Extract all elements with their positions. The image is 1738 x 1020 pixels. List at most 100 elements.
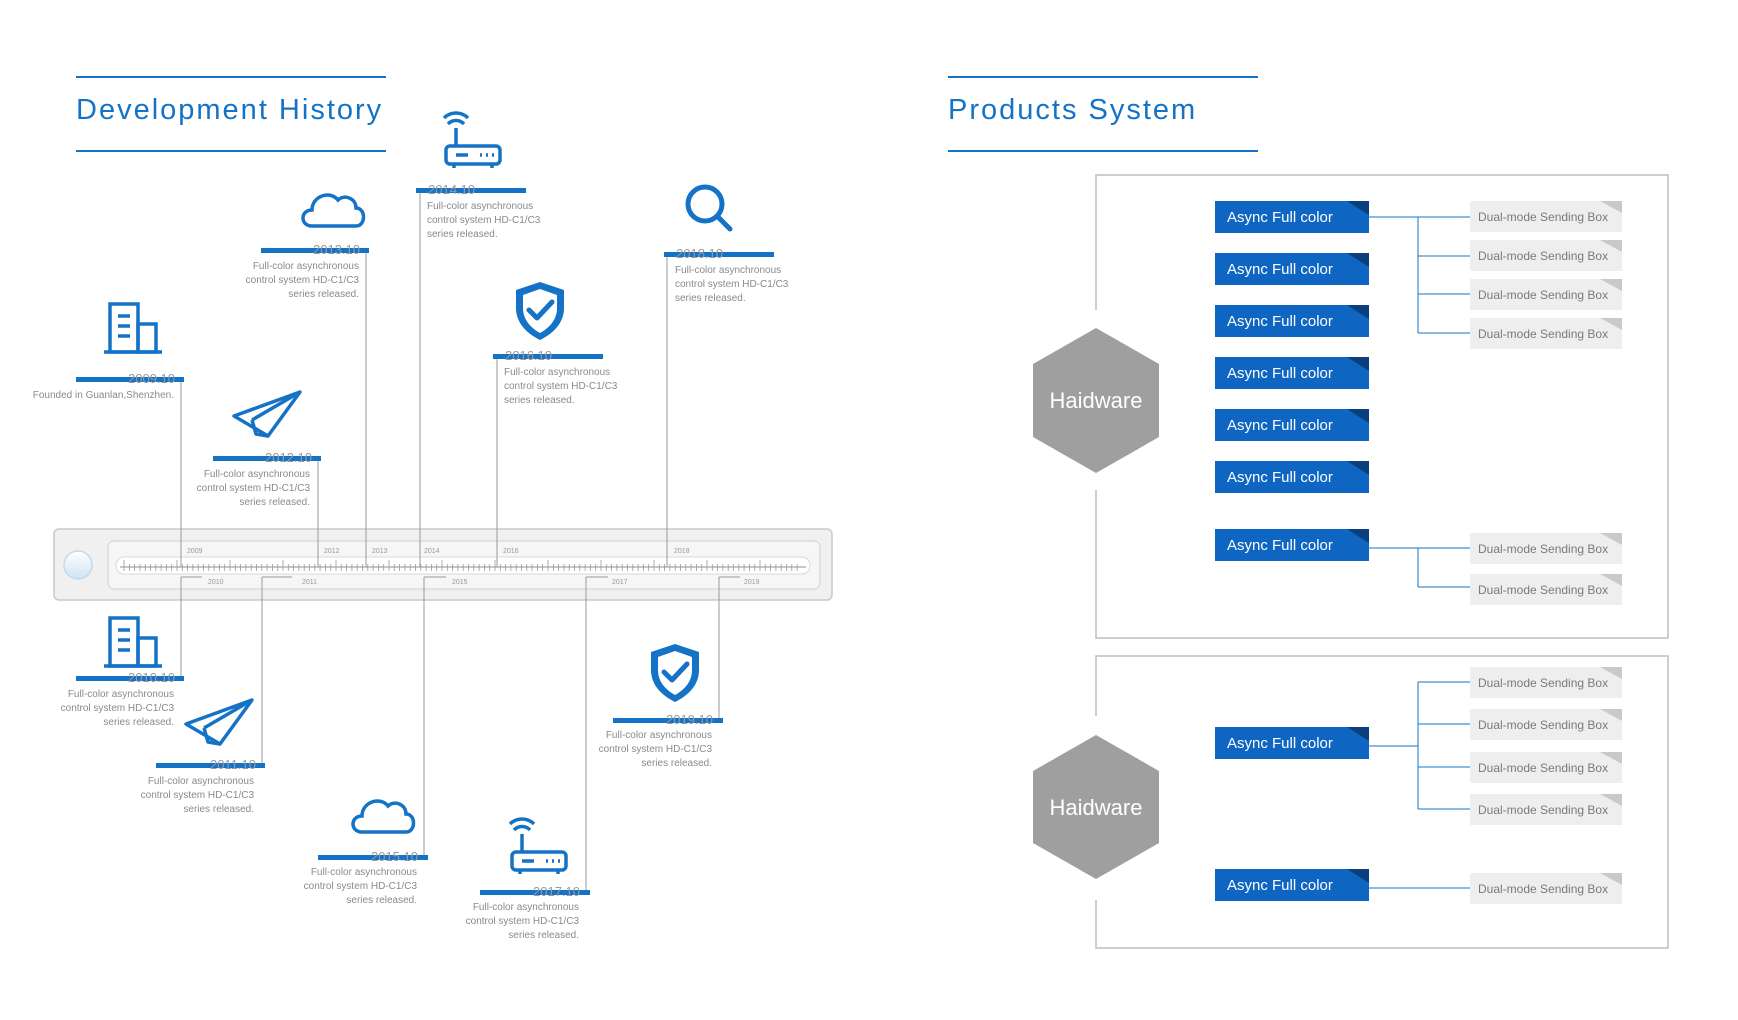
- event-date: 2011.10: [210, 757, 256, 772]
- ruler-ticks: [123, 560, 798, 571]
- sending-box[interactable]: Dual-mode Sending Box: [1470, 752, 1622, 783]
- event-desc-line: control system HD-C1/C3: [504, 381, 618, 392]
- svg-text:Async Full color: Async Full color: [1227, 877, 1333, 894]
- tick-label-2015: 2015: [452, 579, 468, 586]
- event-2019: 2019.10 Full-color asynchronous control …: [599, 576, 740, 769]
- sending-box[interactable]: Dual-mode Sending Box: [1470, 318, 1622, 349]
- tick-label-2018: 2018: [674, 548, 690, 555]
- event-bar: [156, 763, 265, 768]
- async-box[interactable]: Async Full color: [1215, 461, 1369, 493]
- event-desc-line: control system HD-C1/C3: [61, 703, 175, 714]
- sending-box[interactable]: Dual-mode Sending Box: [1470, 533, 1622, 564]
- async-box[interactable]: Async Full color: [1215, 305, 1369, 337]
- event-2018: 2018.10 Full-color asynchronous control …: [664, 184, 789, 567]
- sending-box[interactable]: Dual-mode Sending Box: [1470, 574, 1622, 605]
- event-date: 2018.10: [676, 246, 723, 261]
- event-date: 2013.10: [313, 242, 360, 257]
- async-box[interactable]: Async Full color: [1215, 409, 1369, 441]
- async-box[interactable]: Async Full color: [1215, 727, 1369, 759]
- event-desc-line: Full-color asynchronous: [473, 902, 579, 913]
- svg-text:Async Full color: Async Full color: [1227, 365, 1333, 382]
- tick-label-2011: 2011: [302, 579, 317, 586]
- product-group-2: Haidware Async Full color Async Full col…: [1033, 655, 1669, 949]
- event-bar: [480, 890, 590, 895]
- event-desc-line: control system HD-C1/C3: [599, 744, 713, 755]
- event-desc-line: series released.: [427, 229, 498, 240]
- products-title: Products System: [948, 76, 1258, 152]
- event-bar: [213, 456, 321, 461]
- sending-box[interactable]: Dual-mode Sending Box: [1470, 794, 1622, 825]
- event-desc-line: Full-color asynchronous: [504, 367, 610, 378]
- event-desc-line: series released.: [183, 804, 254, 815]
- sending-box[interactable]: Dual-mode Sending Box: [1470, 873, 1622, 904]
- event-desc-line: series released.: [504, 395, 575, 406]
- svg-text:Dual-mode Sending Box: Dual-mode Sending Box: [1478, 288, 1608, 302]
- svg-text:Async Full color: Async Full color: [1227, 313, 1333, 330]
- svg-text:Dual-mode Sending Box: Dual-mode Sending Box: [1478, 676, 1608, 690]
- sending-box[interactable]: Dual-mode Sending Box: [1470, 240, 1622, 271]
- event-date: 2014.10: [428, 182, 475, 197]
- building-icon: [104, 302, 162, 354]
- event-desc-line: control system HD-C1/C3: [427, 215, 541, 226]
- lower-tick-labels: 2010 2011 2015 2017 2019: [208, 579, 760, 586]
- cloud-icon: [301, 193, 366, 228]
- search-icon: [685, 184, 733, 232]
- event-date: 2015.10: [371, 849, 418, 864]
- async-box[interactable]: Async Full color: [1215, 357, 1369, 389]
- async-box[interactable]: Async Full color: [1215, 529, 1369, 561]
- svg-text:Dual-mode Sending Box: Dual-mode Sending Box: [1478, 803, 1608, 817]
- timeline-knob[interactable]: [63, 550, 93, 580]
- event-desc-line: control system HD-C1/C3: [304, 881, 418, 892]
- async-box[interactable]: Async Full color: [1215, 253, 1369, 285]
- event-bar: [76, 676, 184, 681]
- event-desc-line: control system HD-C1/C3: [197, 483, 311, 494]
- event-bar: [493, 354, 603, 359]
- svg-text:Async Full color: Async Full color: [1227, 537, 1333, 554]
- event-desc-line: Full-color asynchronous: [675, 265, 781, 276]
- svg-text:Async Full color: Async Full color: [1227, 417, 1333, 434]
- connector-lines: [1369, 216, 1470, 588]
- svg-text:Dual-mode Sending Box: Dual-mode Sending Box: [1478, 882, 1608, 896]
- group-frame: [1095, 174, 1669, 639]
- event-2009: 2009.10 Founded in Guanlan,Shenzhen.: [33, 302, 184, 567]
- event-desc-line: Full-color asynchronous: [311, 867, 417, 878]
- tick-label-2014: 2014: [424, 548, 440, 555]
- svg-text:Dual-mode Sending Box: Dual-mode Sending Box: [1478, 542, 1608, 556]
- event-desc-line: series released.: [508, 930, 579, 941]
- paper-plane-icon: [184, 698, 254, 746]
- hardware-label: Haidware: [1050, 388, 1143, 413]
- async-box[interactable]: Async Full color: [1215, 869, 1369, 901]
- tick-label-2017: 2017: [612, 579, 628, 586]
- hardware-hexagon: Haidware: [1033, 735, 1159, 879]
- event-desc-line: series released.: [288, 289, 359, 300]
- async-box[interactable]: Async Full color: [1215, 201, 1369, 233]
- event-date: 2019.10: [666, 712, 713, 727]
- svg-text:Async Full color: Async Full color: [1227, 469, 1333, 486]
- sending-box[interactable]: Dual-mode Sending Box: [1470, 201, 1622, 232]
- event-desc-line: Full-color asynchronous: [148, 776, 254, 787]
- tick-label-2016: 2016: [503, 548, 519, 555]
- event-bar: [416, 188, 526, 193]
- tick-label-2010: 2010: [208, 579, 224, 586]
- event-desc-line: Full-color asynchronous: [606, 730, 712, 741]
- event-bar: [664, 252, 774, 257]
- event-desc-line: Full-color asynchronous: [253, 261, 359, 272]
- event-bar: [613, 718, 723, 723]
- event-desc-line: control system HD-C1/C3: [466, 916, 580, 927]
- event-2013: 2013.10 Full-color asynchronous control …: [246, 193, 369, 567]
- svg-text:Async Full color: Async Full color: [1227, 735, 1333, 752]
- hardware-hexagon: Haidware: [1033, 328, 1159, 473]
- svg-text:Dual-mode Sending Box: Dual-mode Sending Box: [1478, 718, 1608, 732]
- event-desc-line: series released.: [641, 758, 712, 769]
- sending-box[interactable]: Dual-mode Sending Box: [1470, 279, 1622, 310]
- shield-check-icon: [651, 644, 699, 702]
- sending-box[interactable]: Dual-mode Sending Box: [1470, 709, 1622, 740]
- event-date: 2010.10: [128, 670, 175, 685]
- event-desc-line: series released.: [103, 717, 174, 728]
- event-desc-line: control system HD-C1/C3: [246, 275, 360, 286]
- sending-box[interactable]: Dual-mode Sending Box: [1470, 667, 1622, 698]
- event-date: 2016.10: [505, 348, 552, 363]
- event-desc-line: series released.: [346, 895, 417, 906]
- svg-text:Dual-mode Sending Box: Dual-mode Sending Box: [1478, 249, 1608, 263]
- event-desc-line: series released.: [239, 497, 310, 508]
